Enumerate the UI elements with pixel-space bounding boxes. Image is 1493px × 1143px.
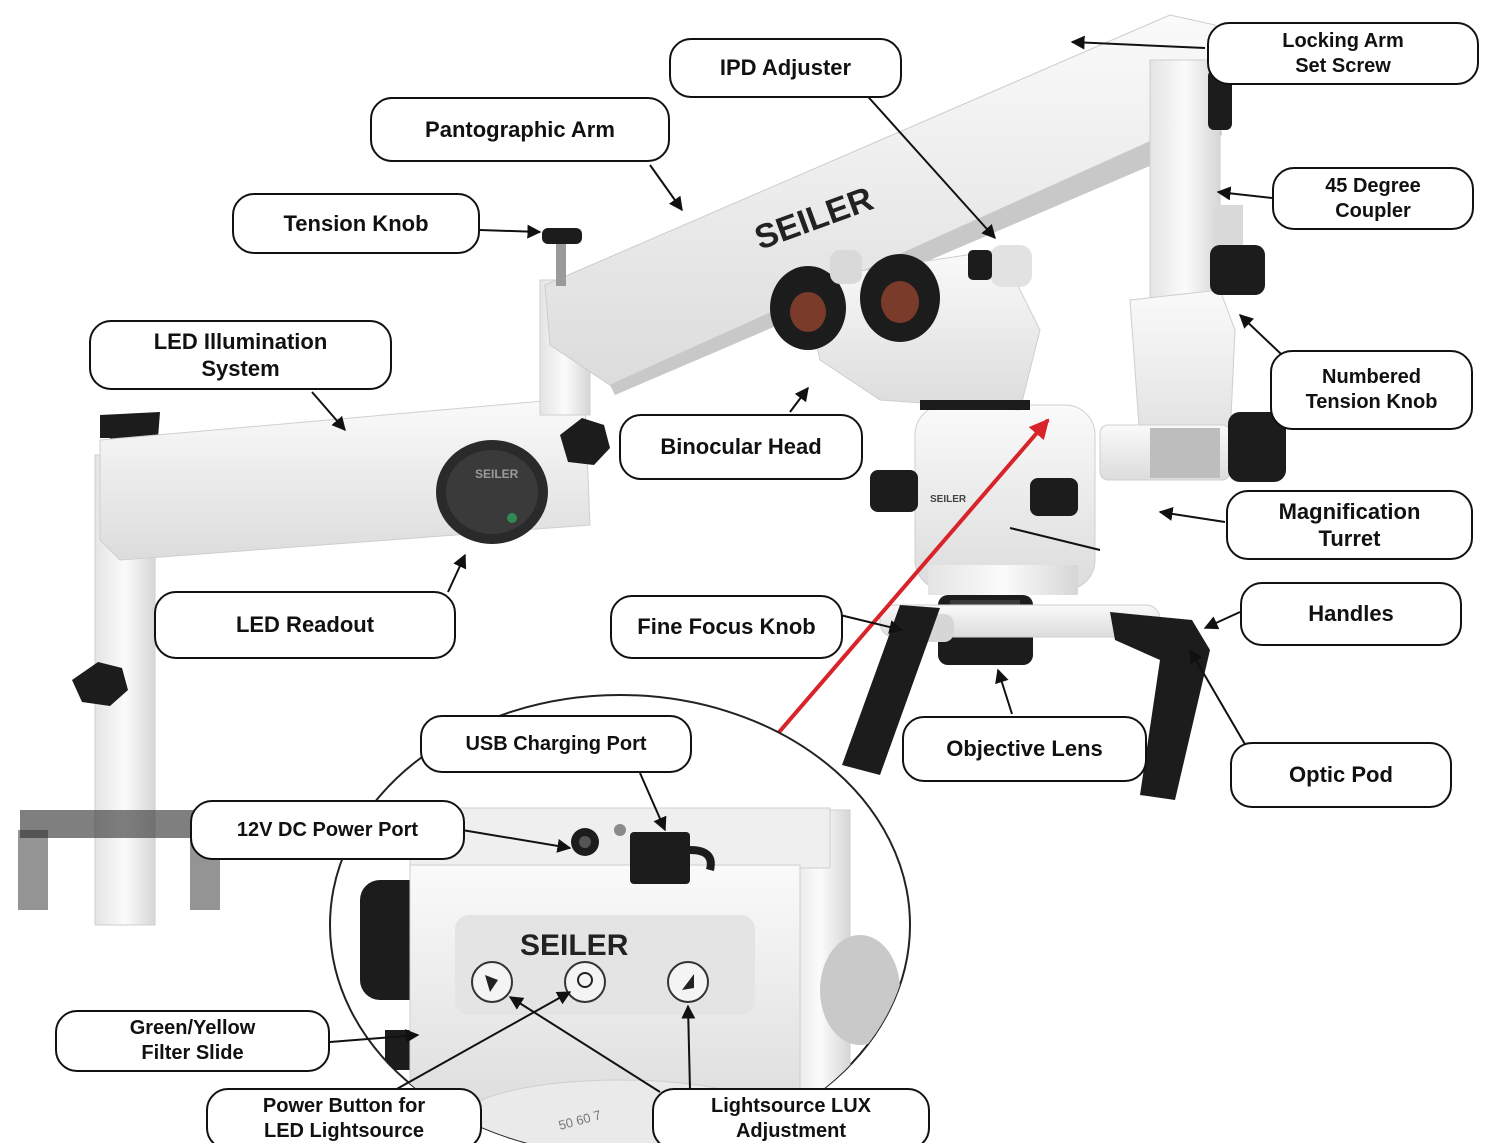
led-readout-display: SEILER — [436, 440, 548, 544]
readout-logo-text: SEILER — [475, 467, 519, 481]
callout-fine-focus-knob: Fine Focus Knob — [610, 595, 843, 659]
pantographic-arm-body: SEILER — [544, 14, 1222, 395]
callout-pantographic-arm: Pantographic Arm — [370, 97, 670, 162]
callout-handles: Handles — [1240, 582, 1462, 646]
magnification-turret-part — [1099, 412, 1286, 482]
callout-locking-arm-set-screw: Locking Arm Set Screw — [1207, 22, 1479, 85]
callout-tension-knob: Tension Knob — [232, 193, 480, 254]
optic-pod-body: SEILER — [870, 404, 1096, 595]
lightsource-inset: 50 60 7 SEILER — [329, 694, 911, 1143]
callout-led-readout: LED Readout — [154, 591, 456, 659]
callout-numbered-tension-knob: Numbered Tension Knob — [1270, 350, 1473, 430]
callout-12v-dc-power-port: 12V DC Power Port — [190, 800, 465, 860]
callout-usb-charging-port: USB Charging Port — [420, 715, 692, 773]
callout-binocular-head: Binocular Head — [619, 414, 863, 480]
power-button-icon — [564, 961, 606, 1003]
arm-star-knob — [560, 418, 610, 465]
callout-green-yellow-filter-slide: Green/Yellow Filter Slide — [55, 1010, 330, 1072]
callout-power-button-for-led-lightsource: Power Button for LED Lightsource — [206, 1088, 482, 1143]
callout-led-illumination-system: LED Illumination System — [89, 320, 392, 390]
callout-45-degree-coupler: 45 Degree Coupler — [1272, 167, 1474, 230]
callout-magnification-turret: Magnification Turret — [1226, 490, 1473, 560]
pod-logo-text: SEILER — [930, 494, 967, 505]
callout-ipd-adjuster: IPD Adjuster — [669, 38, 902, 98]
callout-optic-pod: Optic Pod — [1230, 742, 1452, 808]
binocular-head-part — [770, 245, 1041, 411]
vertical-column — [1129, 59, 1265, 471]
callout-objective-lens: Objective Lens — [902, 716, 1147, 782]
tension-knob-part — [542, 228, 582, 286]
handles-part — [842, 604, 1210, 800]
callout-lightsource-lux-adjustment: Lightsource LUX Adjustment — [652, 1088, 930, 1143]
inset-logo-text: SEILER — [520, 929, 629, 962]
